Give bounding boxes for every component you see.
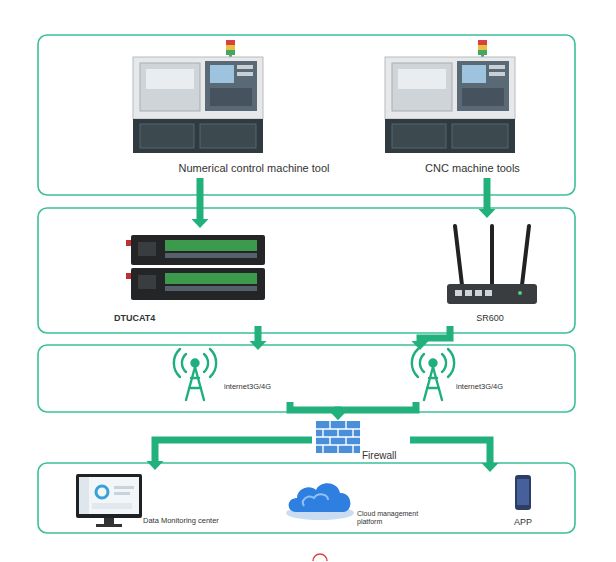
arrow-shaft (290, 402, 338, 412)
device-caption: Cloud management platform (357, 510, 427, 530)
arrow-shaft (420, 326, 450, 342)
monitor-icon (76, 474, 142, 527)
arrow-head (330, 411, 347, 420)
device-node: CNC machine tools (385, 42, 560, 178)
arrow-head (479, 209, 496, 218)
flow-arrow (412, 326, 451, 350)
flow-arrow (192, 178, 209, 228)
router-device (447, 226, 537, 304)
arrow-head (147, 461, 164, 470)
band (38, 345, 575, 412)
device-caption: internet3G/4G (456, 383, 520, 402)
arrow-head (330, 411, 347, 420)
device-caption: Data Monitoring center (143, 517, 242, 530)
device-node: internet3G/4G (172, 350, 305, 402)
band (38, 35, 575, 195)
device-node: internet3G/4G (408, 350, 520, 402)
device-caption: CNC machine tools (385, 162, 560, 178)
device-caption: Firewall (362, 450, 410, 465)
device-node: APP (480, 472, 552, 530)
radio-tower (174, 349, 216, 400)
flow-arrow (147, 440, 313, 470)
red-mark (313, 554, 327, 561)
cnc-machine (385, 40, 515, 153)
arrow-head (482, 463, 499, 472)
dtu-device (126, 235, 265, 300)
device-node: DTUCAT4 (110, 228, 275, 326)
device-node: Numerical control machine tool (128, 42, 380, 178)
device-node: Cloud management platform (282, 475, 427, 530)
radio-tower (412, 349, 454, 400)
arrow-head (250, 341, 267, 350)
arrow-shaft (484, 178, 491, 210)
device-caption: Numerical control machine tool (128, 162, 380, 178)
flow-arrow (479, 178, 496, 218)
device-caption: DTUCAT4 (114, 313, 275, 326)
flow-arrow (250, 326, 267, 350)
arrow-shaft (255, 326, 262, 342)
device-node: Firewall (312, 420, 410, 464)
phone-icon (515, 475, 531, 510)
device-node: Data Monitoring center (72, 470, 242, 530)
arrow-shaft (155, 440, 312, 462)
band (38, 463, 575, 533)
cnc-machine (133, 40, 263, 153)
device-caption: internet3G/4G (224, 383, 305, 402)
device-node: SR600 (440, 218, 540, 326)
band (38, 208, 575, 333)
cloud-icon (286, 483, 354, 520)
arrow-shaft (338, 402, 416, 412)
arrow-head (412, 341, 429, 350)
arrow-shaft (410, 440, 490, 464)
flow-arrow (290, 402, 347, 420)
device-caption: SR600 (440, 313, 540, 326)
arrow-shaft (197, 178, 204, 220)
flow-arrow (410, 440, 499, 472)
flow-arrow (330, 402, 417, 420)
firewall-icon (316, 421, 360, 453)
device-caption: APP (494, 517, 552, 530)
arrow-head (192, 219, 209, 228)
